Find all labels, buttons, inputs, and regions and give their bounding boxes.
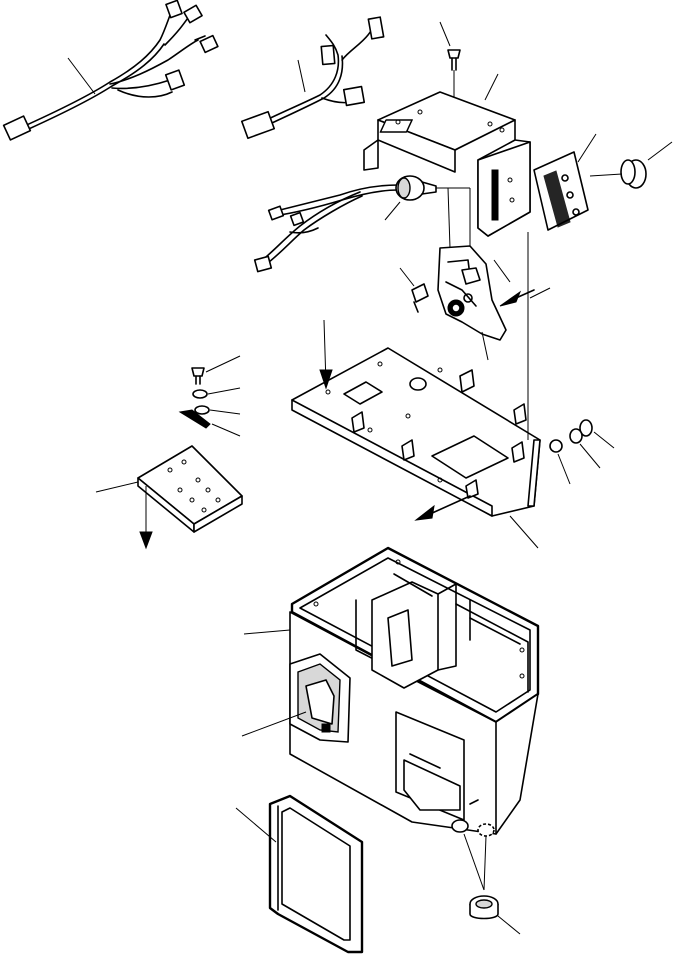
wiring-harness-left [2,0,219,141]
callout-line-3 [439,21,451,47]
callout-line-21 [95,481,139,493]
callout-line-13 [509,515,539,549]
callout-line-9 [481,331,489,361]
clip [411,283,429,313]
callout-line-6 [647,141,673,161]
grommet [451,819,499,920]
callout-line-15 [207,387,241,395]
arrow-down-icon-2 [139,531,153,550]
washer [192,389,210,415]
callout-line-2 [297,59,306,93]
callout-line-23 [241,711,307,737]
base-plate [291,347,541,517]
callout-line-14 [205,355,241,373]
frame-gasket [268,794,364,954]
callout-line-25 [463,833,485,891]
console-box [289,546,540,835]
arrow-down-icon [319,369,333,390]
callout-line-6b [589,173,623,177]
bolt-right [549,419,593,453]
callout-line-17 [211,423,241,437]
switch-panel [533,151,589,231]
knob [620,159,647,189]
callout-line-8 [493,259,511,283]
hinge-plate [137,445,243,533]
callout-line-20 [557,453,571,485]
wiring-harness-center [240,16,385,140]
callout-line-7 [384,201,401,221]
callout-line-10 [529,287,551,299]
callout-line-1 [67,57,96,95]
callout-line-4 [484,73,499,101]
callout-line-5 [577,133,597,163]
callout-line-11 [399,267,415,287]
arrow-icon [499,290,522,307]
console-cover [289,653,351,743]
arrow-icon-2 [414,504,435,521]
bolt [191,367,205,385]
mounting-bracket [363,91,531,237]
callout-line-22 [243,629,291,635]
motor-harness [253,175,470,273]
callout-line-19 [579,443,601,469]
callout-line-24 [235,807,277,843]
switch-mechanism [437,187,507,341]
pin [178,409,211,429]
callout-line-16 [209,409,241,415]
callout-line-18 [593,431,615,449]
